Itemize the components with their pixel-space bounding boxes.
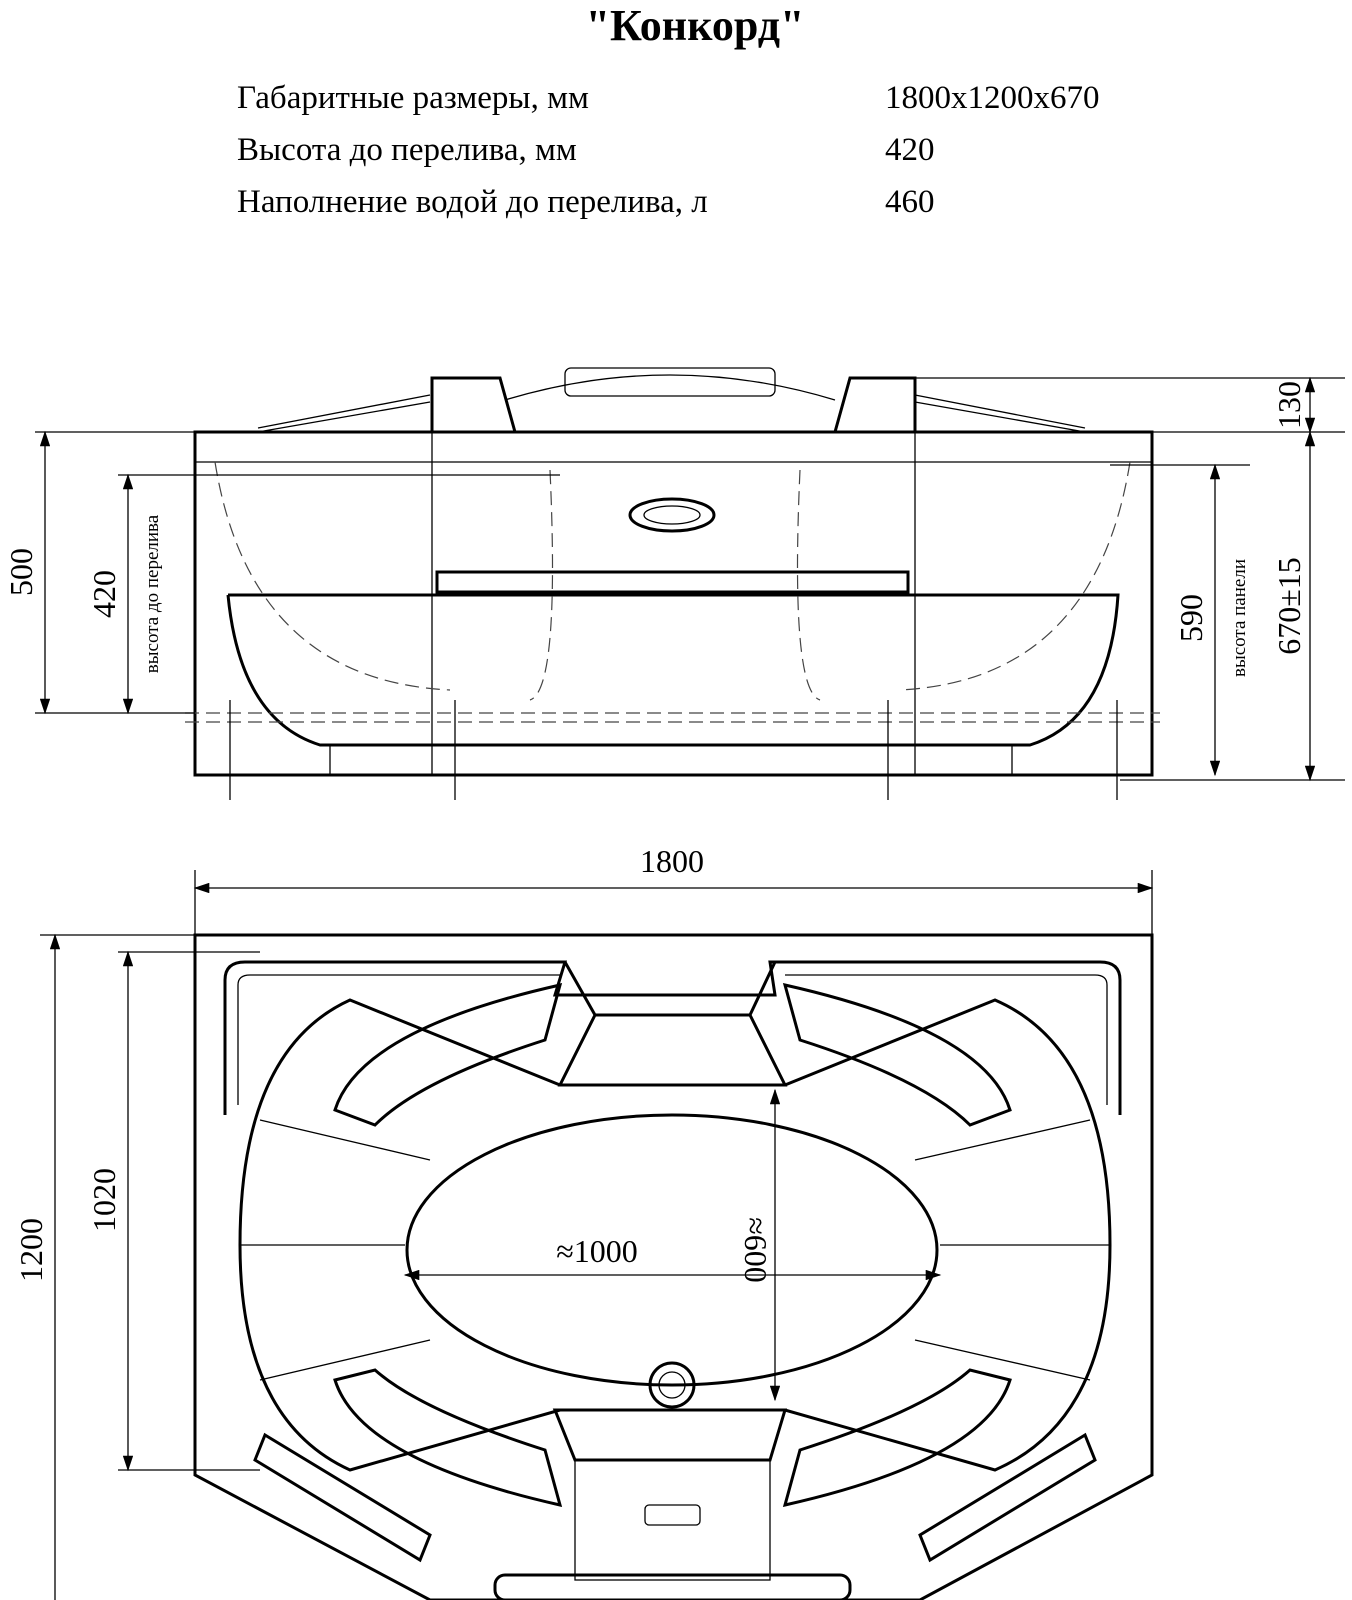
- dim-bottom-length: ≈1000: [556, 1233, 638, 1269]
- panel-label: высота панели: [1229, 559, 1250, 677]
- dim-width: 1200: [13, 1218, 49, 1282]
- dim-bottom-width: ≈600: [738, 1217, 774, 1283]
- dim-panel: 590: [1173, 594, 1209, 642]
- top-view: 1800 1200 1020 ≈1000 ≈600: [13, 843, 1154, 1600]
- spec-label-overflow-height: Высота до перелива, мм: [237, 132, 577, 168]
- spec-label-dimensions: Габаритные размеры, мм: [237, 80, 589, 116]
- dim-total-left: 500: [3, 548, 39, 596]
- spec-value-water-volume: 460: [885, 184, 935, 220]
- spec-label-water-volume: Наполнение водой до перелива, л: [237, 184, 708, 220]
- spec-value-dimensions: 1800x1200x670: [885, 80, 1100, 116]
- spec-value-overflow-height: 420: [885, 132, 935, 168]
- dim-inner-width: 1020: [86, 1168, 122, 1232]
- drawing-title: "Конкорд": [585, 1, 805, 50]
- dim-length: 1800: [640, 843, 704, 879]
- dim-headrest: 130: [1271, 381, 1307, 429]
- dim-total-right: 670±15: [1271, 557, 1307, 655]
- side-view: 500 420 высота до перелива 130 590 высот…: [3, 367, 1345, 800]
- overflow-label: высота до перелива: [142, 514, 163, 673]
- dim-overflow: 420: [86, 570, 122, 618]
